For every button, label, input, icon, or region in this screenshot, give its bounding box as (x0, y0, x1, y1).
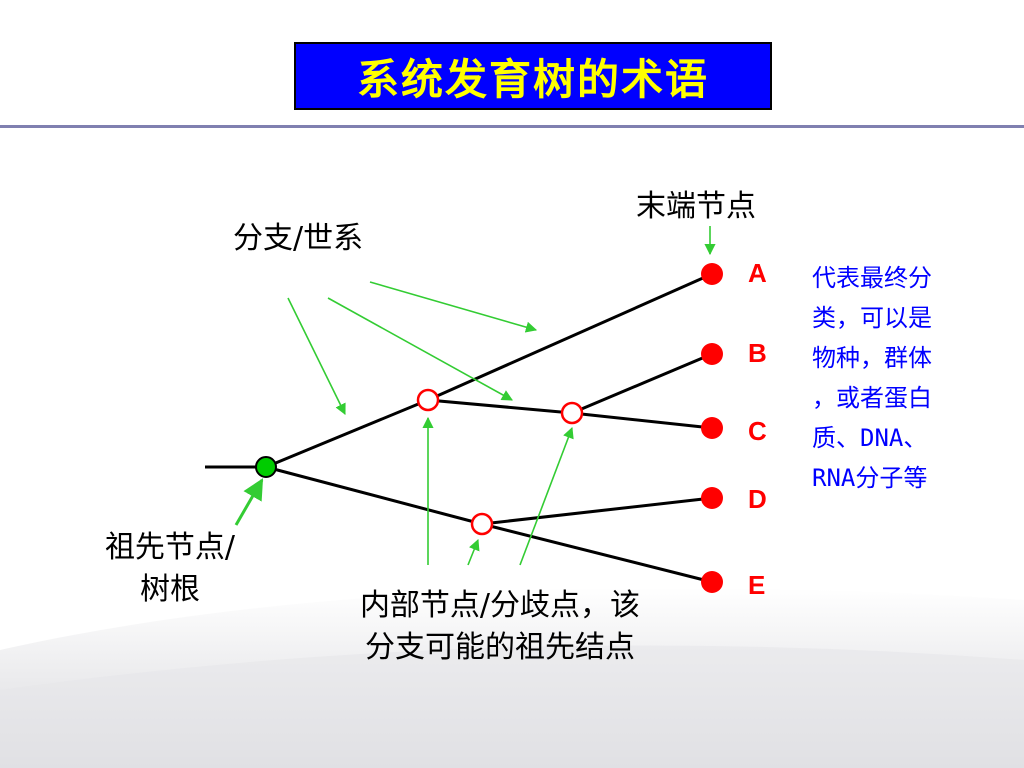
leaf-node-c (701, 417, 723, 439)
branch-to-a (427, 272, 713, 402)
root-label: 祖先节点/ 树根 (70, 527, 270, 611)
annotation-arrows (234, 226, 716, 566)
arrow-branch-1 (287, 297, 346, 416)
title-rule (0, 125, 1024, 128)
root-label-line2: 树根 (140, 572, 200, 607)
internal-node-de (470, 512, 494, 536)
leaf-label-b: B (748, 338, 767, 368)
terminal-description: 代表最终分 类，可以是 物种，群体 ，或者蛋白 质、DNA、 RNA分子等 (812, 264, 932, 492)
root-node (255, 456, 277, 478)
terminal-node-label: 末端节点 (636, 189, 756, 224)
arrow-internal-3 (519, 426, 574, 566)
branch-to-bc (427, 398, 573, 415)
tree-branches (205, 272, 713, 584)
internal-node-bc (560, 401, 584, 425)
branch-label: 分支/世系 (233, 221, 364, 256)
leaf-node-b (701, 343, 723, 365)
root-label-line1: 祖先节点/ (104, 530, 236, 565)
branch-root-to-ab (265, 398, 429, 469)
arrow-branch-3 (369, 281, 538, 333)
arrow-root (234, 478, 264, 526)
leaf-node-d (701, 487, 723, 509)
branch-root-to-de (265, 465, 483, 526)
leaf-label-e: E (748, 570, 766, 600)
page-title: 系统发育树的术语 (356, 54, 709, 104)
leaf-label-d: D (748, 484, 767, 514)
internal-node-label: 内部节点/分歧点，该 分支可能的祖先结点 (300, 585, 700, 669)
internal-node-label-line2: 分支可能的祖先结点 (365, 630, 635, 665)
branch-to-d (481, 496, 713, 526)
arrow-internal-2 (467, 538, 480, 566)
branch-to-c (571, 411, 713, 430)
branch-to-e (481, 522, 713, 584)
arrow-branch-2 (327, 297, 513, 401)
internal-node-ab (416, 388, 440, 412)
leaf-label-c: C (748, 416, 767, 446)
leaf-node-e (701, 571, 723, 593)
leaf-label-a: A (748, 258, 767, 288)
leaf-node-a (701, 263, 723, 285)
title-box: 系统发育树的术语 (294, 42, 772, 110)
internal-node-label-line1: 内部节点/分歧点，该 (359, 588, 641, 623)
branch-to-b (571, 352, 713, 415)
